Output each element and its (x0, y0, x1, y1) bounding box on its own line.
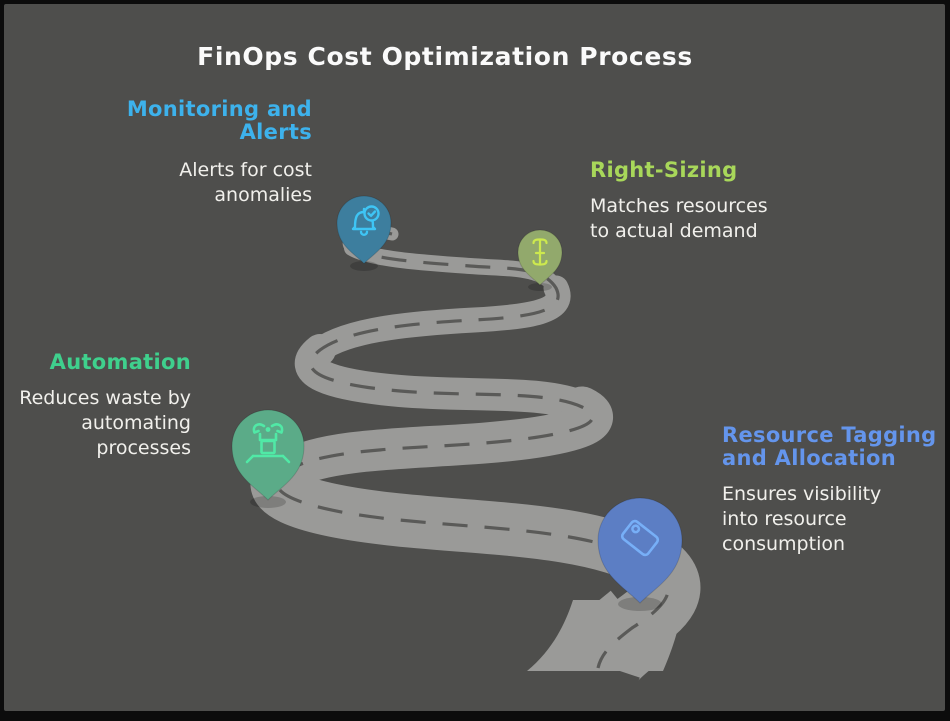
monitoring-alerts-pin (336, 195, 392, 265)
heading-line: Resource Tagging (722, 423, 937, 447)
stage-block-resource-tagging: Resource Tagging and Allocation Ensures … (722, 424, 942, 557)
stage-block-automation: Automation Reduces waste by automating p… (0, 351, 191, 461)
stage-desc-monitoring: Alerts for cost anomalies (100, 158, 312, 208)
desc-line: consumption (722, 533, 846, 555)
desc-line: anomalies (214, 184, 312, 206)
right-sizing-pin (517, 229, 563, 286)
stage-block-monitoring: Monitoring and Alerts Alerts for cost an… (100, 98, 312, 208)
resource-tagging-pin (597, 497, 683, 604)
bell-check-icon (351, 205, 380, 236)
stage-desc-automation: Reduces waste by automating processes (0, 386, 191, 461)
canvas-background (4, 4, 945, 711)
desc-line: into resource (722, 508, 847, 530)
desc-line: Matches resources (590, 195, 768, 217)
stage-heading-resource-tagging: Resource Tagging and Allocation (722, 424, 942, 470)
desc-line: processes (96, 437, 191, 459)
heading-line: Monitoring and (126, 97, 312, 121)
stage-heading-right-sizing: Right-Sizing (590, 159, 820, 182)
desc-line: automating (81, 412, 191, 434)
desc-line: Reduces waste by (19, 387, 191, 409)
stage-block-right-sizing: Right-Sizing Matches resources to actual… (590, 159, 820, 244)
stage-desc-right-sizing: Matches resources to actual demand (590, 194, 820, 244)
automation-pin (231, 409, 305, 501)
vertical-resize-icon (532, 238, 548, 266)
heading-line: Right-Sizing (590, 158, 738, 182)
heading-line: Alerts (239, 120, 312, 144)
heading-line: Automation (49, 350, 191, 374)
page-title: FinOps Cost Optimization Process (197, 42, 693, 71)
desc-line: to actual demand (590, 220, 758, 242)
desc-line: Alerts for cost (179, 159, 312, 181)
tag-icon (620, 519, 660, 557)
desc-line: Ensures visibility (722, 483, 882, 505)
stage-heading-monitoring: Monitoring and Alerts (100, 98, 312, 144)
heading-line: and Allocation (722, 446, 896, 470)
stage-heading-automation: Automation (0, 351, 191, 374)
road-bottom-flare (527, 600, 683, 671)
robot-automation-icon (245, 423, 291, 464)
stage-desc-resource-tagging: Ensures visibility into resource consump… (722, 482, 942, 557)
pin-shadows (250, 261, 662, 611)
